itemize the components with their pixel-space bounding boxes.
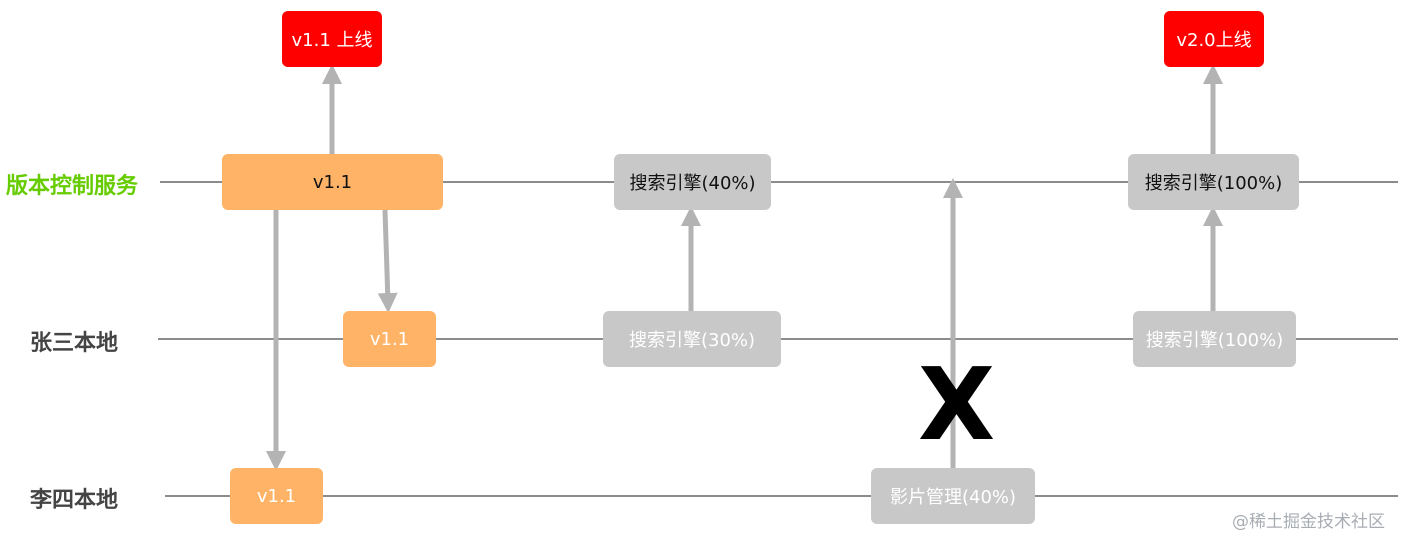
release-v20-box: v2.0上线 [1164,11,1264,67]
ls-v11-box: v1.1 [230,468,323,524]
vc-v11-box: v1.1 [222,154,443,210]
watermark: @稀土掘金技术社区 [1232,512,1385,532]
ls-film-40-box: 影片管理(40%) [871,468,1035,524]
arrow-vc-to-zhangsan [377,209,398,313]
zs-v11-box: v1.1 [343,311,436,367]
zs-search-30-box: 搜索引擎(30%) [603,311,781,367]
lane-label-zhangsan: 张三本地 [30,331,119,356]
zs-search-100-box: 搜索引擎(100%) [1133,311,1296,367]
vc-search-40-box: 搜索引擎(40%) [614,154,771,210]
release-v11-box: v1.1 上线 [282,11,382,67]
vc-search-100-box: 搜索引擎(100%) [1128,154,1299,210]
lane-label-lisi: 李四本地 [30,488,119,513]
lane-label-version-control: 版本控制服务 [6,174,139,199]
conflict-x-mark: X [918,346,996,463]
